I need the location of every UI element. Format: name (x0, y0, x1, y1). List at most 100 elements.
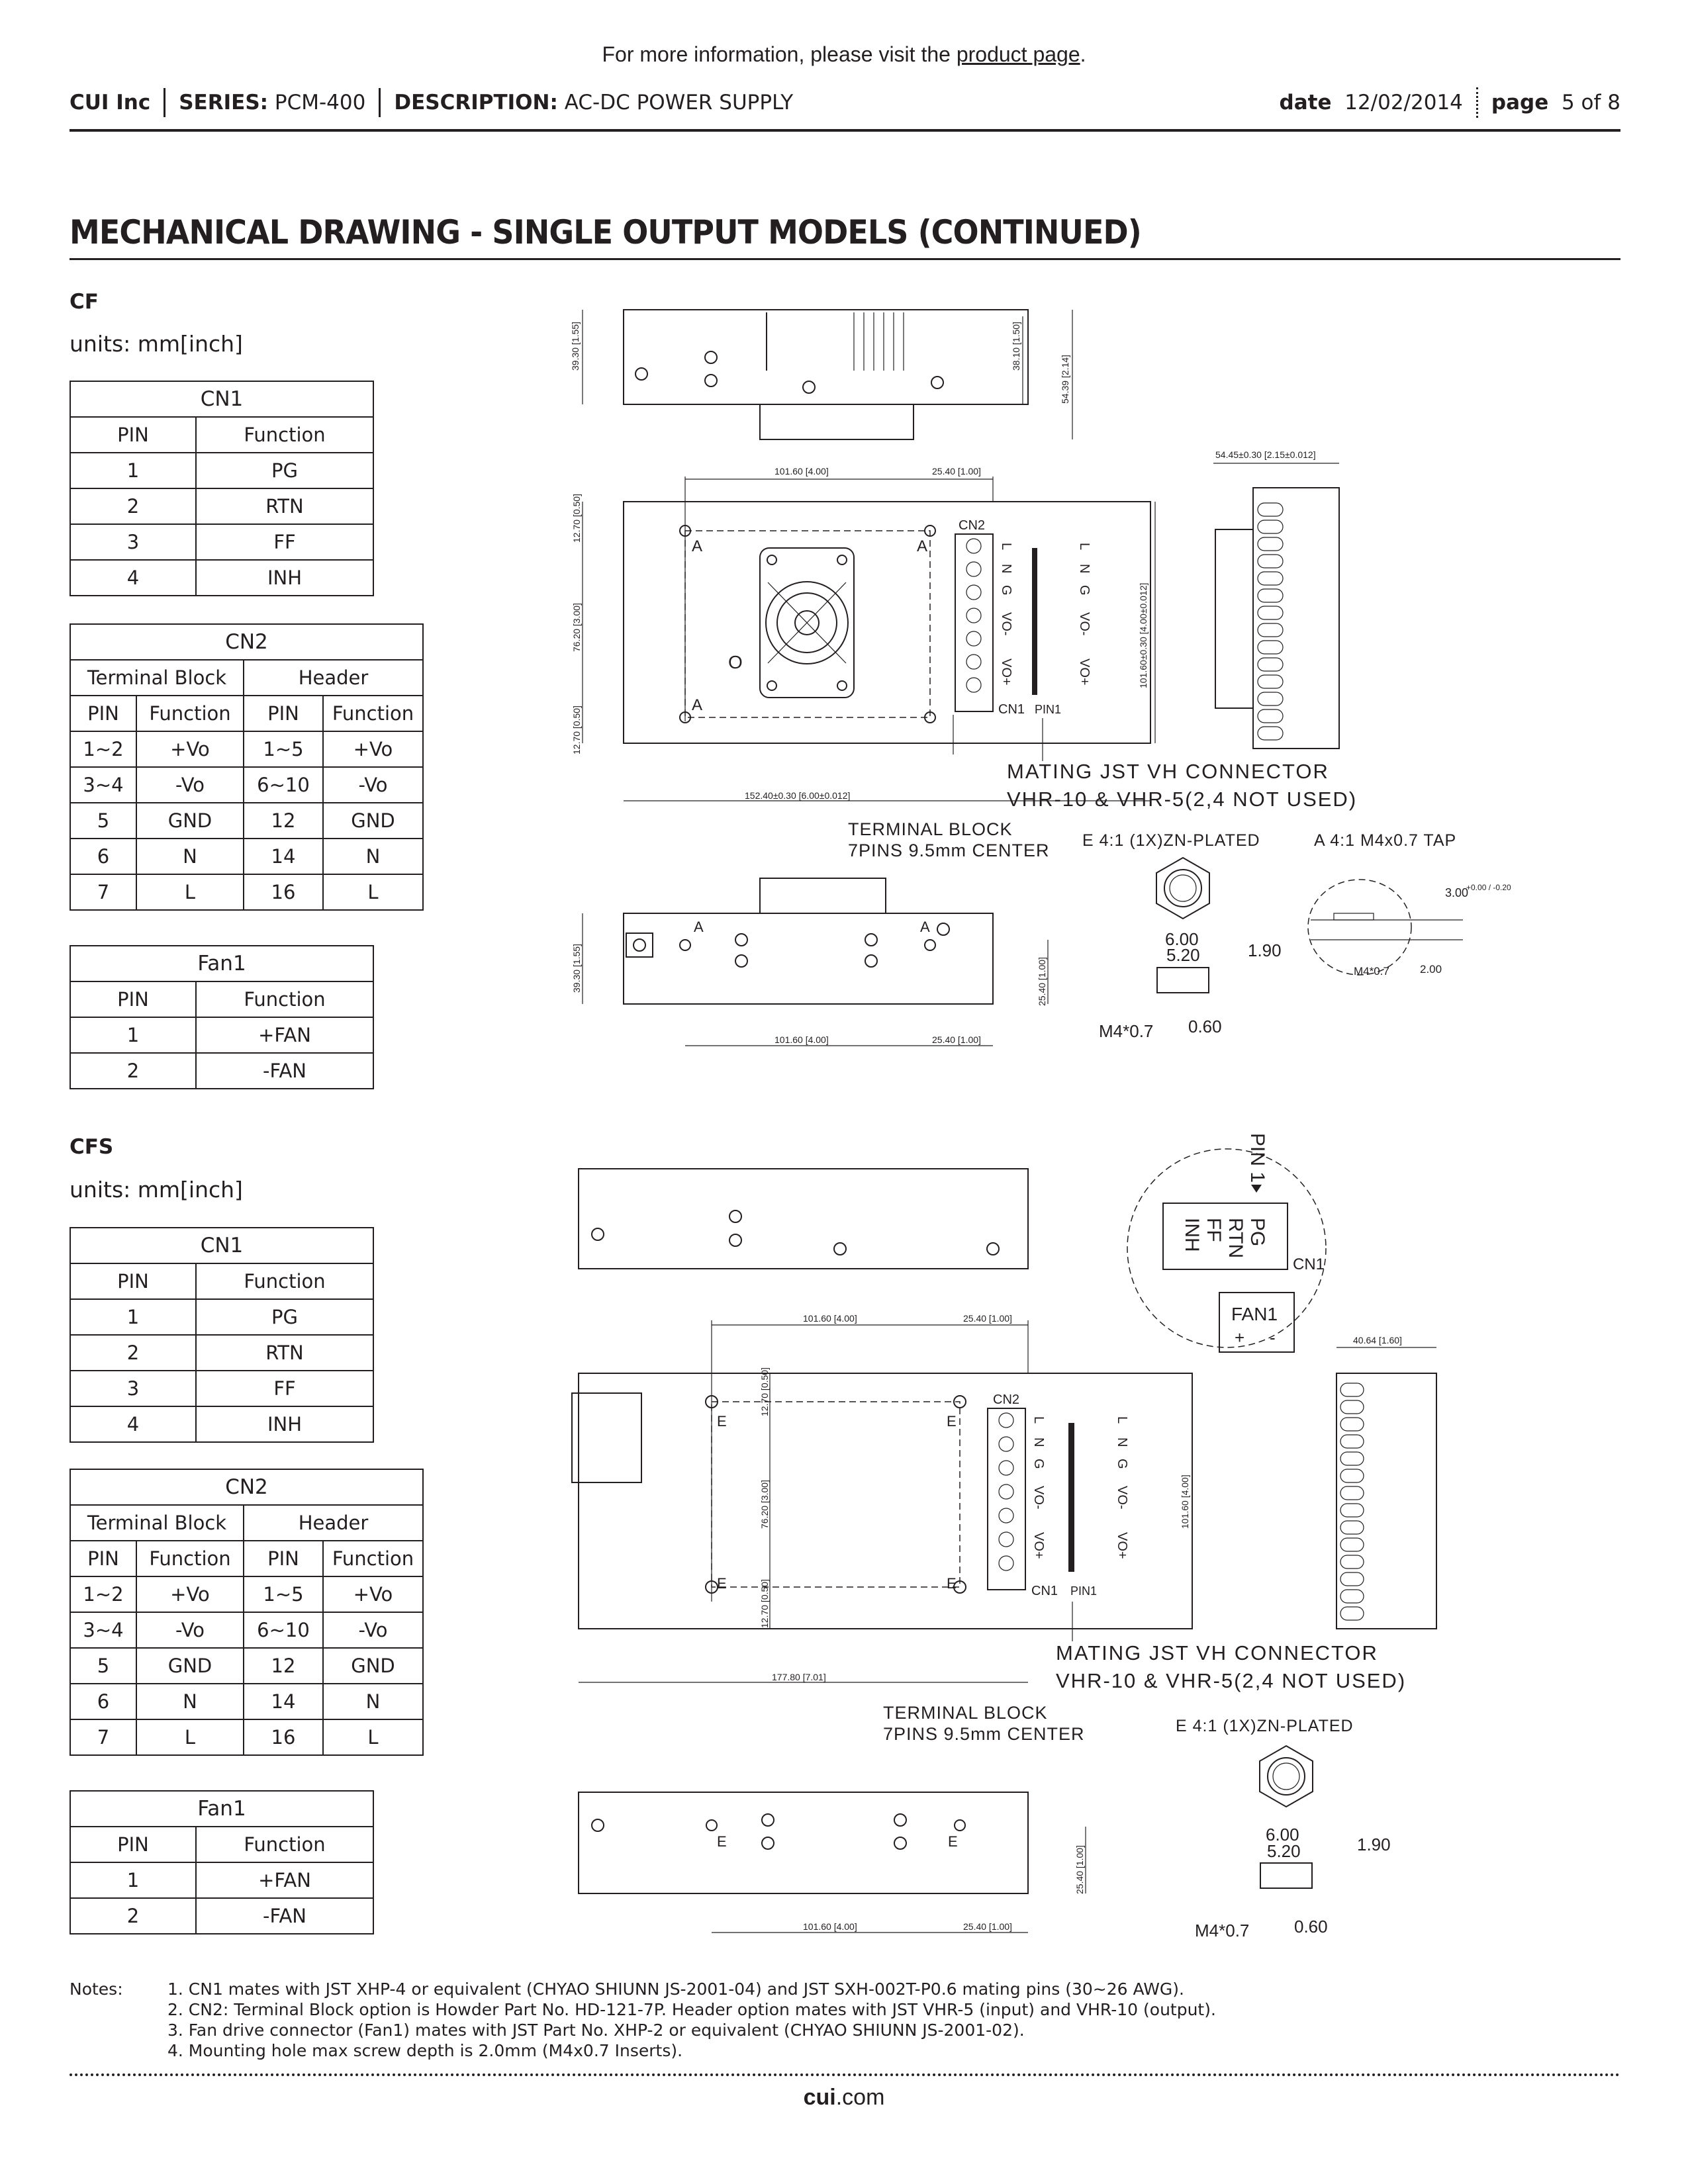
dim-height: 12.70 [0.50] (571, 705, 582, 754)
table-cell: N (322, 838, 424, 875)
hole-label: A (692, 696, 702, 714)
dim-height: 12.70 [0.50] (759, 1367, 770, 1416)
column-header: Function (322, 1540, 424, 1577)
vent-slot (1340, 1383, 1364, 1397)
column-group-header: Terminal Block (70, 659, 244, 696)
table-cell: 16 (243, 1719, 324, 1756)
table-title: CN2 (70, 1469, 424, 1506)
vent-slot (1257, 657, 1284, 672)
mating-connector-note: VHR-10 & VHR-5(2,4 NOT USED) (1007, 788, 1357, 811)
footer-domain: .com (835, 2085, 885, 2110)
column-header: PIN (70, 1540, 137, 1577)
dim-tolerance: +0.00 / -0.20 (1466, 883, 1511, 892)
table-title-row: CN2 (70, 1469, 424, 1506)
fan-minus-label: - (1270, 1328, 1276, 1347)
fan1-label: FAN1 (1231, 1304, 1278, 1324)
column-header: Function (136, 1540, 244, 1577)
header-connector (1032, 548, 1037, 695)
table-cell: 1 (70, 1017, 197, 1054)
dim-height: 25.40 [1.00] (1037, 957, 1047, 1006)
pin-label: L (1115, 1416, 1129, 1424)
dim-value: 3.00 (1445, 886, 1468, 899)
product-page-link[interactable]: product page (956, 42, 1080, 66)
footer-website[interactable]: cui.com (0, 2085, 1688, 2111)
dim-value: 1.90 (1248, 940, 1282, 960)
table-cell: L (136, 1719, 244, 1756)
table-cell: 2 (70, 488, 197, 525)
vent-slot (1340, 1589, 1364, 1604)
hole-label: E (717, 1575, 727, 1592)
table-cell: 2 (70, 1334, 197, 1371)
table-cell: -Vo (322, 1612, 424, 1649)
pin-label: L (1077, 543, 1092, 550)
vent-slot (1257, 726, 1284, 741)
pin-label: VO- (999, 612, 1013, 636)
table-title: CN2 (70, 623, 424, 660)
table-cell: 16 (243, 874, 324, 911)
dim-width: 40.64 [1.60] (1353, 1335, 1402, 1345)
dim-width: 54.45±0.30 [2.15±0.012] (1215, 449, 1316, 460)
dim-value: 5.20 (1267, 1841, 1301, 1861)
hole-label: A (692, 537, 702, 555)
table-cell: INH (195, 559, 374, 596)
table-cell: L (322, 874, 424, 911)
note-item: 2. CN2: Terminal Block option is Howder … (167, 2000, 1216, 2019)
pin-label: G (999, 585, 1013, 596)
page-title: MECHANICAL DRAWING - SINGLE OUTPUT MODEL… (70, 213, 1142, 251)
cf-side-view: 54.45±0.30 [2.15±0.012] (1213, 449, 1340, 749)
table-cell: PG (195, 452, 374, 489)
table-cell: INH (195, 1406, 374, 1443)
table-cell: 1~5 (243, 1576, 324, 1613)
date-value: 12/02/2014 (1344, 91, 1463, 114)
table-cell: 1 (70, 1862, 197, 1899)
terminal-block-note: TERMINAL BLOCK (883, 1703, 1048, 1723)
vent-slot (1257, 554, 1284, 569)
table-cell: +Vo (136, 731, 244, 768)
dim-height: 76.20 [3.00] (759, 1480, 770, 1529)
pin1-label: PIN1 (1035, 703, 1061, 716)
table-cell: GND (136, 802, 244, 839)
vent-slot (1340, 1606, 1364, 1621)
pin-label: N (1077, 564, 1092, 573)
table-cell: 1~5 (243, 731, 324, 768)
table-cell: 1~2 (70, 1576, 137, 1613)
dim-width: 25.40 [1.00] (963, 1921, 1012, 1932)
hole-label: A (920, 919, 930, 935)
hole-label: E (717, 1413, 727, 1430)
vent-slot (1257, 640, 1284, 655)
table-cell: 6 (70, 838, 137, 875)
column-header: PIN (70, 981, 197, 1018)
mating-connector-note: MATING JST VH CONNECTOR (1056, 1641, 1378, 1664)
vent-slot (1257, 502, 1284, 517)
document-header: CUI Inc SERIES: PCM-400 DESCRIPTION: AC-… (70, 86, 1620, 119)
column-header: PIN (243, 695, 324, 732)
cn2-label: CN2 (959, 518, 985, 533)
cf-top-view: 39.30 [1.55] 38.10 [1.50] 54.39 [2.14] (570, 309, 1073, 440)
more-info-line: For more information, please visit the p… (0, 42, 1688, 67)
dim-width: 25.40 [1.00] (932, 466, 981, 477)
vent-slot (1340, 1400, 1364, 1414)
table-cell: 12 (243, 1647, 324, 1684)
vent-slot (1340, 1469, 1364, 1483)
table-cell: 1~2 (70, 731, 137, 768)
table-cell: 7 (70, 874, 137, 911)
pin-label: N (1031, 1437, 1046, 1447)
footer-divider (70, 2073, 1620, 2076)
table-cell: N (136, 1683, 244, 1720)
footer-brand: cui (803, 2085, 836, 2110)
